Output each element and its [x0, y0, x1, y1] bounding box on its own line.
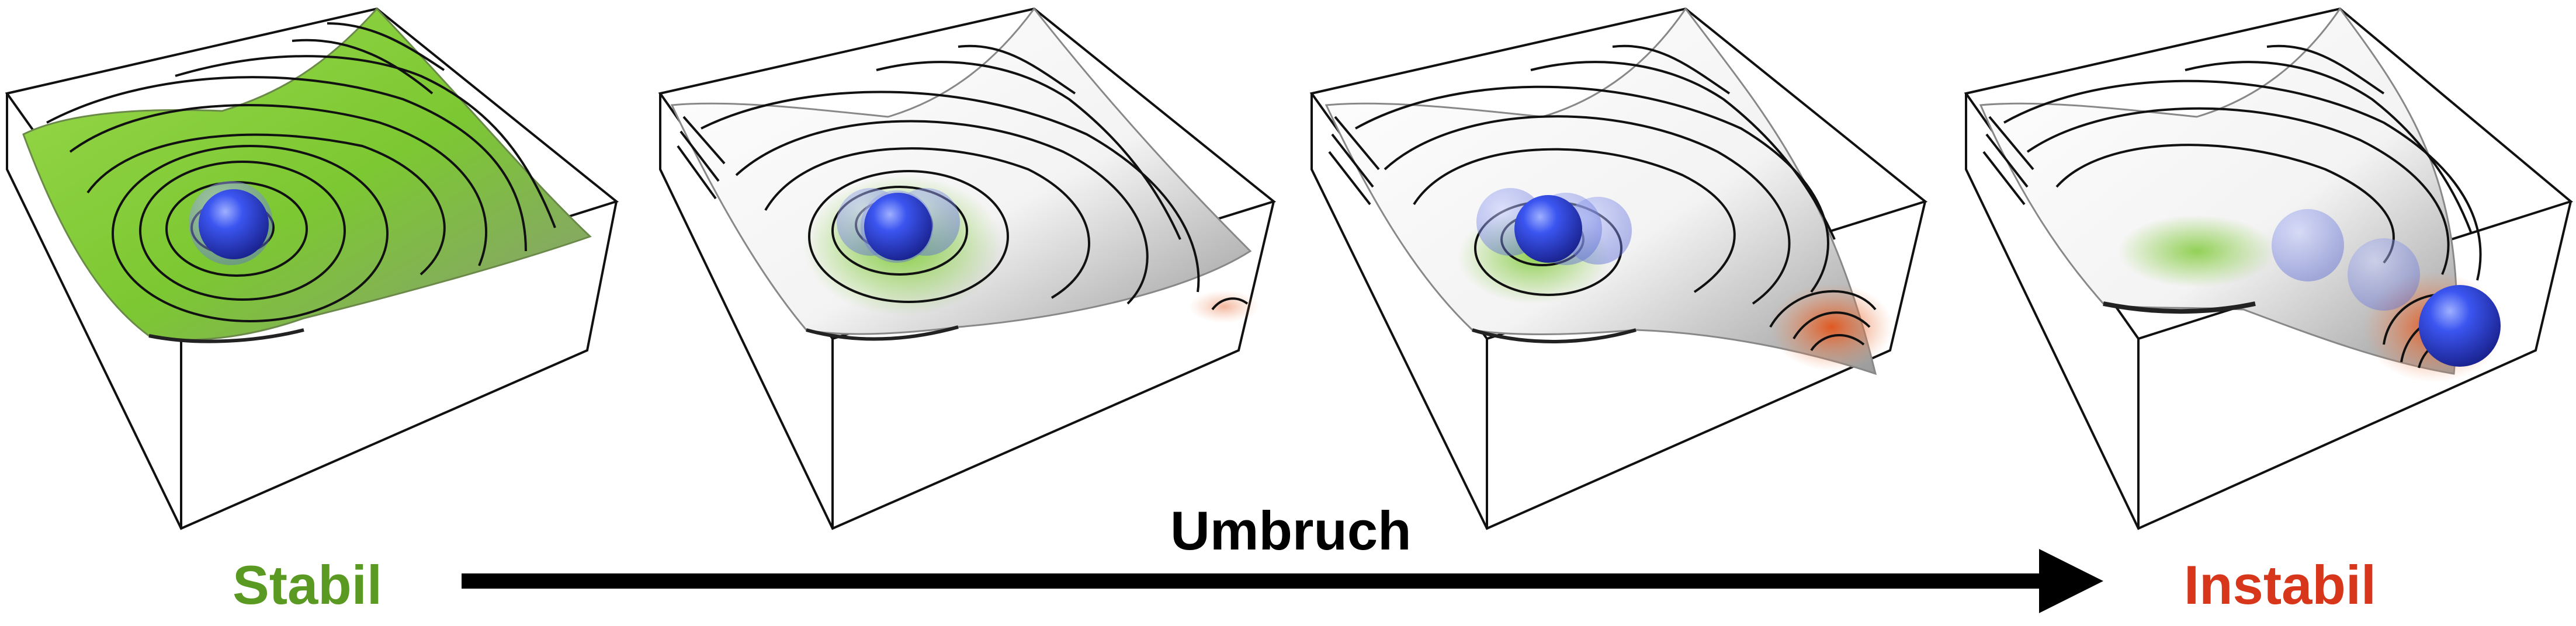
- panel-transition-late: [1309, 7, 1928, 530]
- surface-rim-shadow: [2103, 301, 2256, 314]
- arrowhead: [2039, 549, 2103, 613]
- ball-unstable: [2272, 209, 2501, 367]
- emerging-well: [1189, 290, 1259, 323]
- panel-transition-early: [658, 7, 1277, 530]
- label-transition: Umbruch: [1170, 500, 1412, 561]
- label-stable: Stabil: [233, 554, 382, 615]
- label-unstable: Instabil: [2184, 554, 2377, 615]
- ball-transition-late: [1476, 188, 1632, 265]
- ball-stable: [189, 181, 273, 265]
- fading-well: [2118, 215, 2276, 287]
- panel-unstable: [1964, 7, 2574, 530]
- surface-rim-shadow: [148, 328, 304, 343]
- contour-lines: [46, 22, 556, 322]
- panel-stable: [5, 7, 619, 530]
- contour-lines: [1982, 44, 2482, 368]
- transition-arrow: [462, 549, 2103, 613]
- surface-rim-shadow: [1472, 328, 1637, 343]
- unstable-well: [1770, 283, 1893, 371]
- surface-rim-shadow: [806, 325, 959, 341]
- ball-transition-early: [837, 188, 960, 263]
